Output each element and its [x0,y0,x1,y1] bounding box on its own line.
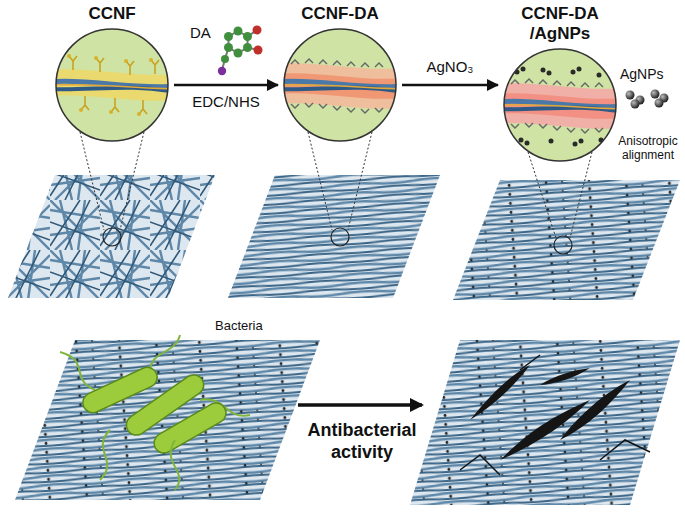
alignment-note: Anisotropic alignment [613,134,683,163]
reagent-label: EDC/NHS [190,93,262,111]
fiber-mat [15,340,680,505]
zoom-circle [503,48,617,162]
zoom-circle [283,28,397,142]
stage-title: CCNF-DA /AgNPs [510,4,610,44]
zoom-leader [80,132,592,238]
particle-label: AgNPs [620,66,664,83]
stage-inset: CCNF-DA /AgNPs [500,4,620,162]
stage-inset: CCNF [52,4,172,142]
stage-title: CCNF [52,4,172,24]
dopamine-molecule [218,26,263,76]
bacteria-label: Bacteria [215,318,263,334]
process-label: Antibacterial activity [297,420,427,463]
stage-inset: CCNF-DA [280,4,400,142]
bacteria [60,335,250,490]
zoom-circle [55,28,169,142]
silver-nanoparticles [626,90,669,109]
dead-bacteria [460,355,650,475]
zoom-spot [103,228,572,254]
process-arrow [402,84,498,87]
process-arrow [298,403,422,407]
reagent-label: AgNO₃ [425,58,476,76]
stage-title: CCNF-DA [280,4,400,24]
reagent-label: DA [190,24,211,42]
fiber-mat [8,175,680,300]
process-arrow [174,84,278,87]
